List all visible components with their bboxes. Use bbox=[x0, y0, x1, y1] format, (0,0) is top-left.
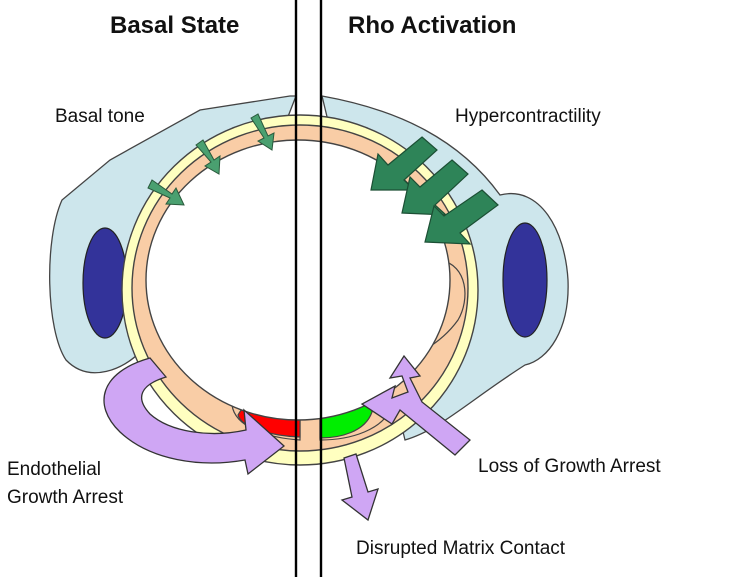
matrix-contact-arrow bbox=[340, 453, 379, 522]
basal-tone-arrow bbox=[147, 179, 185, 206]
label-growth-arrest: Growth Arrest bbox=[7, 487, 124, 508]
basal-tone-arrow bbox=[250, 113, 275, 151]
hypercontractility-arrows bbox=[370, 136, 499, 245]
heading-rho-activation: Rho Activation bbox=[348, 12, 517, 39]
left-nucleus bbox=[82, 227, 128, 339]
hypercontractility-arrow bbox=[370, 136, 438, 191]
right-nucleus bbox=[502, 222, 548, 338]
growth-arrest-arrow bbox=[103, 357, 286, 476]
label-disrupted-matrix: Disrupted Matrix Contact bbox=[356, 538, 566, 559]
basal-tone-arrow bbox=[195, 139, 221, 175]
vessel-lumen bbox=[145, 139, 451, 421]
heading-basal-state: Basal State bbox=[110, 12, 240, 39]
label-loss-growth-arrest: Loss of Growth Arrest bbox=[478, 456, 661, 477]
hypercontractility-arrow bbox=[401, 159, 469, 216]
label-endothelial: Endothelial bbox=[7, 459, 102, 480]
label-hypercontractility: Hypercontractility bbox=[455, 106, 601, 127]
basal-tone-arrows bbox=[147, 113, 275, 206]
hypercontractility-arrow bbox=[424, 189, 499, 245]
loss-growth-arrest-arrow bbox=[360, 354, 471, 456]
label-basal-tone: Basal tone bbox=[55, 106, 145, 127]
